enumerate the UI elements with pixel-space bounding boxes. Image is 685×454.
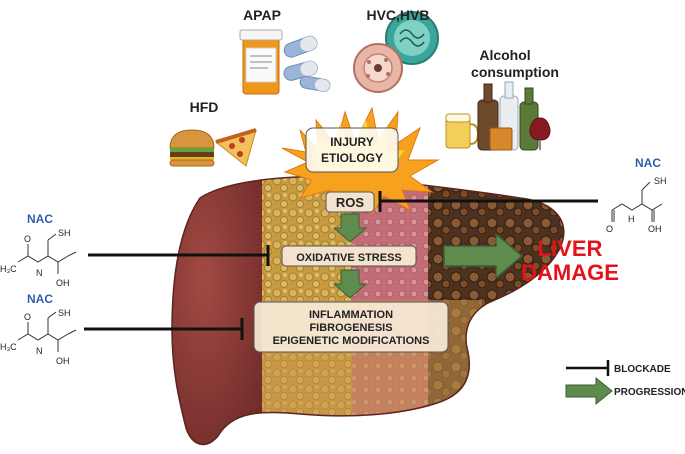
blockade-ros bbox=[378, 191, 598, 212]
nac-left-bottom-o: O bbox=[24, 312, 31, 322]
virus-label: HVC,HVB bbox=[366, 7, 429, 23]
hepatitis-virus-icon bbox=[353, 11, 439, 93]
nac-left-bottom-h3c: H₃C bbox=[0, 342, 17, 352]
nac-label-right: NAC bbox=[635, 156, 661, 170]
inflammation-label: INFLAMMATION bbox=[309, 309, 393, 321]
ros-box bbox=[325, 191, 375, 213]
alcohol-label-line2: consumption bbox=[471, 64, 559, 80]
nac-left-top-o: O bbox=[24, 234, 31, 244]
nac-left-bottom-sh: SH bbox=[58, 308, 71, 318]
oxidative-stress-box bbox=[281, 245, 417, 267]
high-fat-diet-icon bbox=[169, 128, 257, 167]
outcomes-box bbox=[253, 301, 449, 353]
injury-label-line1: INJURY bbox=[330, 135, 374, 149]
nac-left-top-h3c: H₃C bbox=[0, 264, 17, 274]
nac-label-left-bottom: NAC bbox=[27, 292, 53, 306]
nac-left-top-sh: SH bbox=[58, 228, 71, 238]
nac-molecule-right bbox=[611, 181, 663, 222]
alcohol-label-line1: Alcohol bbox=[479, 47, 530, 63]
progression-arrow-ros-to-stress bbox=[332, 213, 368, 243]
apap-pills-icon bbox=[239, 29, 331, 95]
blockade-outcomes bbox=[84, 318, 244, 340]
nac-right-nh: H bbox=[628, 214, 635, 224]
nac-label-left-top: NAC bbox=[27, 212, 53, 226]
nac-molecule-left-bottom bbox=[17, 311, 77, 352]
hfd-label: HFD bbox=[190, 99, 219, 115]
liver-outline bbox=[171, 175, 565, 446]
apap-label: APAP bbox=[243, 7, 281, 23]
epigenetic-modifications-label: EPIGENETIC MODIFICATIONS bbox=[273, 335, 430, 347]
fibrogenesis-label: FIBROGENESIS bbox=[309, 322, 392, 334]
nac-left-bottom-n: N bbox=[36, 346, 43, 356]
progression-arrow-to-liver-damage bbox=[443, 232, 524, 280]
nac-left-top-oh: OH bbox=[56, 278, 70, 288]
liver-damage-label-line2: DAMAGE bbox=[521, 260, 619, 285]
oxidative-stress-label: OXIDATIVE STRESS bbox=[296, 252, 402, 264]
liver-healthy-region bbox=[172, 176, 270, 445]
progression-arrow-stress-to-outcomes bbox=[332, 269, 368, 299]
nac-right-sh: SH bbox=[654, 176, 667, 186]
alcohol-bottles-icon bbox=[445, 81, 551, 151]
legend-progression-symbol bbox=[565, 376, 613, 406]
injury-etiology-box bbox=[305, 127, 399, 173]
blockade-oxidative-stress bbox=[88, 245, 270, 266]
nac-molecule-left-top bbox=[17, 233, 77, 274]
nac-left-top-n: N bbox=[36, 268, 43, 278]
liver-damage-label-line1: LIVER bbox=[538, 236, 603, 261]
nac-right-oh: OH bbox=[648, 224, 662, 234]
legend-progression-label: PROGRESSION bbox=[614, 387, 685, 398]
legend-blockade-label: BLOCKADE bbox=[614, 364, 671, 375]
legend: BLOCKADE PROGRESSION bbox=[565, 360, 685, 406]
injury-label-line2: ETIOLOGY bbox=[321, 151, 383, 165]
ros-label: ROS bbox=[336, 195, 365, 210]
nac-left-bottom-oh: OH bbox=[56, 356, 70, 366]
nac-right-o: O bbox=[606, 224, 613, 234]
